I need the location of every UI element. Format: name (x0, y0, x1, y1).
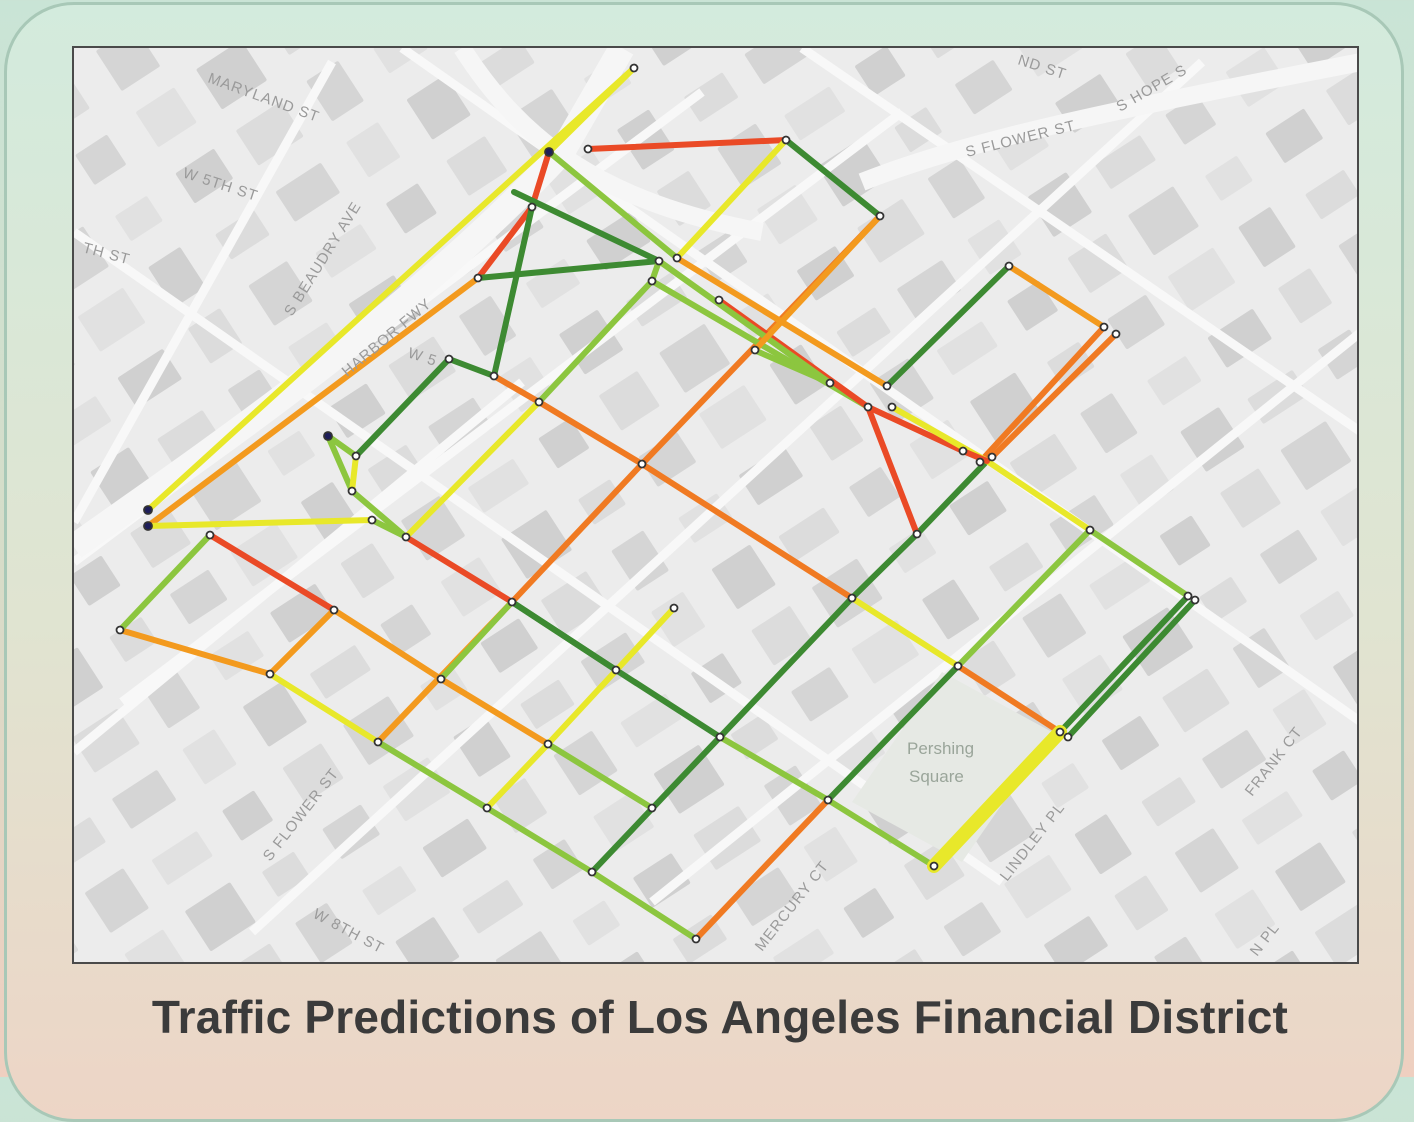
map-basemap (74, 48, 1359, 964)
node-dot-icon (717, 734, 724, 741)
node-dot-icon (475, 275, 482, 282)
node-dot-icon (656, 258, 663, 265)
node-dot-icon (403, 534, 410, 541)
node-dot-icon (613, 667, 620, 674)
node-dot-icon (349, 488, 356, 495)
node-dot-icon (536, 399, 543, 406)
node-dot-icon (207, 532, 214, 539)
node-dot-icon (693, 936, 700, 943)
node-dot-icon (825, 797, 832, 804)
node-dot-icon (589, 869, 596, 876)
node-dot-icon (877, 213, 884, 220)
node-dot-icon (529, 204, 536, 211)
road-segment-yellow (352, 456, 356, 491)
node-dot-icon (865, 404, 872, 411)
node-dot-icon (144, 522, 152, 530)
park-label-pershing: Pershing (907, 739, 974, 758)
node-dot-icon (585, 146, 592, 153)
node-dot-icon (960, 448, 967, 455)
node-dot-icon (509, 599, 516, 606)
node-dot-icon (977, 459, 984, 466)
node-dot-icon (117, 627, 124, 634)
node-dot-icon (545, 148, 553, 156)
node-dot-icon (1192, 597, 1199, 604)
node-dot-icon (1006, 263, 1013, 270)
node-dot-icon (955, 663, 962, 670)
node-dot-icon (144, 506, 152, 514)
node-dot-icon (1101, 324, 1108, 331)
traffic-map: MARYLAND ST W 5TH ST TH ST S BEAUDRY AVE… (74, 48, 1359, 964)
node-dot-icon (989, 454, 996, 461)
node-dot-icon (1057, 729, 1064, 736)
node-dot-icon (674, 255, 681, 262)
node-dot-icon (545, 741, 552, 748)
node-dot-icon (1065, 734, 1072, 741)
node-dot-icon (649, 278, 656, 285)
node-dot-icon (1087, 527, 1094, 534)
node-dot-icon (931, 863, 938, 870)
node-dot-icon (324, 432, 332, 440)
node-dot-icon (369, 517, 376, 524)
node-dot-icon (914, 531, 921, 538)
node-dot-icon (1113, 331, 1120, 338)
node-dot-icon (752, 347, 759, 354)
node-dot-icon (783, 137, 790, 144)
node-dot-icon (446, 356, 453, 363)
node-dot-icon (649, 805, 656, 812)
node-dot-icon (1185, 593, 1192, 600)
node-dot-icon (484, 805, 491, 812)
node-dot-icon (716, 297, 723, 304)
node-dot-icon (671, 605, 678, 612)
node-dot-icon (331, 607, 338, 614)
node-dot-icon (631, 65, 638, 72)
node-dot-icon (889, 404, 896, 411)
node-dot-icon (491, 373, 498, 380)
map-frame: MARYLAND ST W 5TH ST TH ST S BEAUDRY AVE… (72, 46, 1359, 964)
map-caption: Traffic Predictions of Los Angeles Finan… (0, 990, 1414, 1044)
node-dot-icon (827, 380, 834, 387)
node-dot-icon (267, 671, 274, 678)
node-dot-icon (353, 453, 360, 460)
node-dot-icon (375, 739, 382, 746)
node-dot-icon (639, 461, 646, 468)
node-dot-icon (884, 383, 891, 390)
node-dot-icon (438, 676, 445, 683)
park-label-square: Square (909, 767, 964, 786)
node-dot-icon (849, 595, 856, 602)
